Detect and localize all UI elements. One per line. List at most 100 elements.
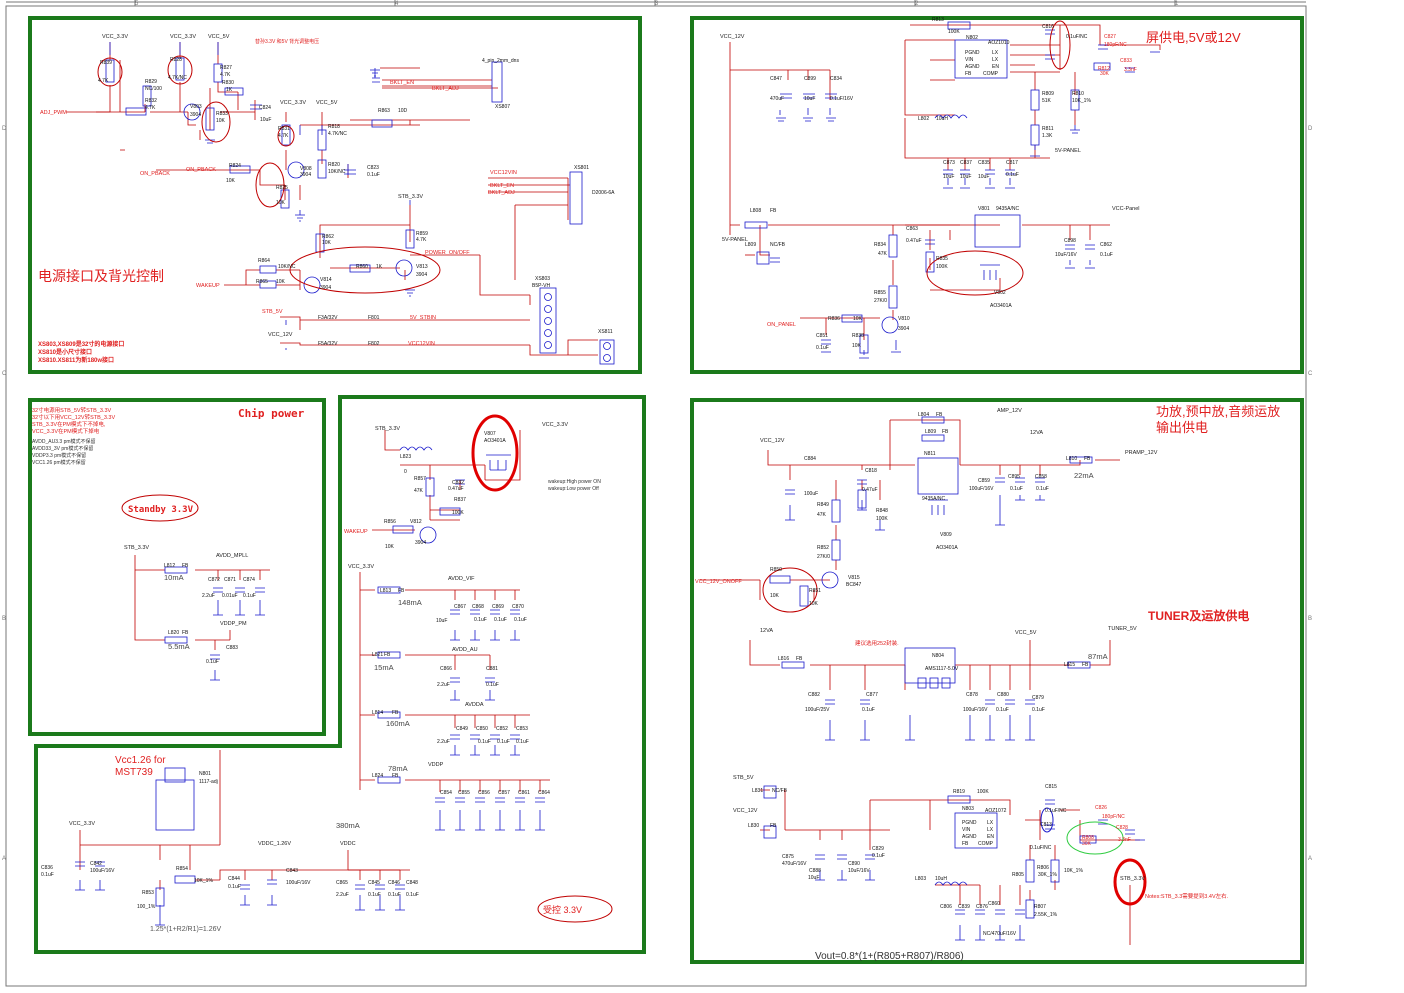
annotation-circles-red [97,20,1071,923]
component-label: C846 [388,880,400,886]
section-amp-tuner [690,398,1304,964]
note-pm-4: VCC1.26 pm模式不保留 [32,459,86,466]
part-label: COMP [983,71,999,77]
component-label: C806 [940,904,952,910]
col-label: 4 [395,1,399,7]
component-label: FB [1082,662,1089,668]
component-label: R830 [222,80,234,86]
current-label: 148mA [398,598,422,607]
component-label: R825 [276,185,288,191]
component-label: 0.1uF [368,892,381,898]
component-label: 100uF/16V [286,880,311,886]
component-label: C853 [516,726,528,732]
part-label: VIN [962,827,971,833]
net-label: VCC_5V [316,100,338,106]
component-label: 10K [276,279,286,285]
component-label: 10uF [960,174,971,180]
component-label: 10K [226,178,236,184]
component-label: 10K [852,343,862,349]
note-pm-1: AVDD_AU3.3 pm模式不保留 [32,438,96,445]
current-label: 160mA [386,719,410,728]
net-label: VDDP [428,762,444,768]
component-label: 2.2uF [336,892,349,898]
section-panel-power [690,16,1304,374]
net-label: VDDP_PM [220,621,247,627]
part-label: V807 [484,431,496,437]
component-label: 47K [878,251,888,257]
component-label: 10K [216,118,226,124]
current-labels: 10mA 5.5mA 148mA 15mA 160mA 78mA 380mA 2… [164,471,1108,830]
component-label: L809 [745,242,756,248]
component-label: 10D [398,108,408,114]
component-label: C863 [906,226,918,232]
component-label: R812 [1098,66,1110,72]
component-label: FB [182,630,189,636]
part-label: 9435A/NC [996,206,1019,212]
note-formula-126: 1.25*(1+R2/R1)=1.26V [150,926,222,933]
component-label: 4.7K [98,78,109,84]
component-label: 4.7K [145,105,156,111]
component-label: 0.1uF [494,617,507,623]
component-label: 10uH [935,876,947,882]
component-label: C873 [943,160,955,166]
component-label: R854 [176,866,188,872]
wires-blue [79,42,1091,940]
component-label: L821 [372,652,383,658]
component-label: 470uF [770,96,784,102]
ground-symbols [75,51,1160,941]
component-label: R819 [953,789,965,795]
component-label: R809 [1042,91,1054,97]
title-chip-power: Chip power [238,407,305,420]
part-label: BC847 [846,582,862,588]
component-label: R865 [256,279,268,285]
notes: XS803,XS809是32寸的电源接口 XS810是小尺寸接口 XS810.X… [32,38,1229,962]
net-label: VCC_3.3V [348,564,374,570]
component-label: R818 [328,124,340,130]
component-label: R857 [414,476,426,482]
component-label: C854 [440,790,452,796]
component-label: R829 [145,79,157,85]
part-label: LX [987,820,994,826]
component-label: 0.1uF/NC [1066,34,1088,40]
component-label: 3904 [320,285,331,291]
component-label: 100uF/16V [963,707,988,713]
component-label: V812 [410,519,422,525]
annotation-circle-blue [1040,807,1054,833]
component-label: C869 [492,604,504,610]
col-label: 5 [135,1,139,7]
part-label: V815 [848,575,860,581]
part-label: COMP [978,841,994,847]
component-label: 0.1uF [478,739,491,745]
component-label: 10uF/16V [848,868,870,874]
component-label: 10K [385,544,395,550]
part-label: FB [962,841,969,847]
row-label: B [1308,616,1312,622]
net-label: VCC12VIN [408,341,435,347]
component-label: C813 [1040,822,1052,828]
component-labels: R8394.7KR8284.7K/NCR8274.7KR829NC/100R83… [41,17,1137,937]
component-label: V810 [898,316,910,322]
component-label: C884 [804,456,816,462]
component-label: 470uF/16V [782,861,807,867]
component-label: C849 [456,726,468,732]
net-label: VCC_12V [760,438,785,444]
component-label: 100uF/16V [969,486,994,492]
part-label: AMS1117-5.0V [925,666,959,672]
component-label: R820 [328,162,340,168]
title-controlled: 受控 3.3V [543,904,582,915]
component-label: L820 [168,630,179,636]
component-label: R850 [770,567,782,573]
component-label: 10uF/16V [1055,252,1077,258]
component-label: L824 [372,773,383,779]
component-label: 0.1uF/NC [1045,808,1067,814]
component-label: 0.1uF [497,739,510,745]
component-label: FB [1084,456,1091,462]
component-label: C842 [90,861,102,867]
component-label: 3904 [898,326,909,332]
component-label: 2.55K_1% [1034,912,1058,918]
net-label: VCC12VIN [490,170,517,176]
component-label: 3.3nF [1124,67,1137,73]
net-label: ADJ_PWM [40,110,67,116]
component-label: C888 [809,868,821,874]
component-label: 27K/0 [817,554,830,560]
